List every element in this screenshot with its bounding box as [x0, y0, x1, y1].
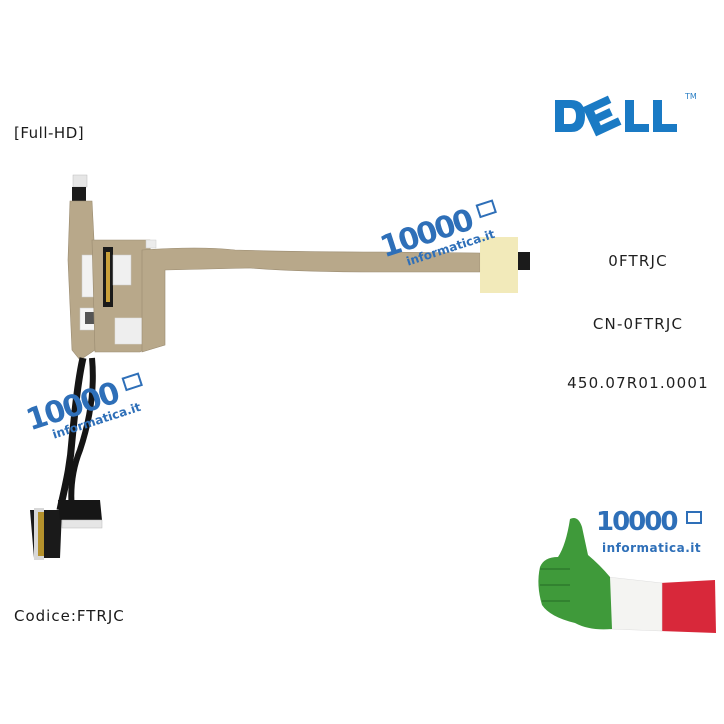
- laptop-icon: [685, 511, 702, 524]
- variant-tag: [Full-HD]: [14, 124, 85, 142]
- thumbs-up-flag-icon: [538, 518, 716, 633]
- seller-logo: 10000 informatica.it: [530, 505, 720, 645]
- seller-brand: 10000: [596, 507, 702, 537]
- product-code: Codice:FTRJC: [14, 607, 125, 625]
- trademark-symbol: TM: [685, 92, 697, 101]
- part-number-3: 450.07R01.0001: [567, 374, 709, 392]
- part-number-2: CN-0FTRJC: [592, 315, 684, 333]
- laptop-icon: [121, 372, 144, 392]
- seller-number: 10000: [596, 507, 678, 537]
- laptop-icon: [475, 199, 498, 219]
- dell-logo-icon: [555, 95, 677, 137]
- dell-logo: TM: [555, 92, 697, 138]
- part-number-1: 0FTRJC: [608, 252, 668, 270]
- seller-site: informatica.it: [602, 541, 702, 555]
